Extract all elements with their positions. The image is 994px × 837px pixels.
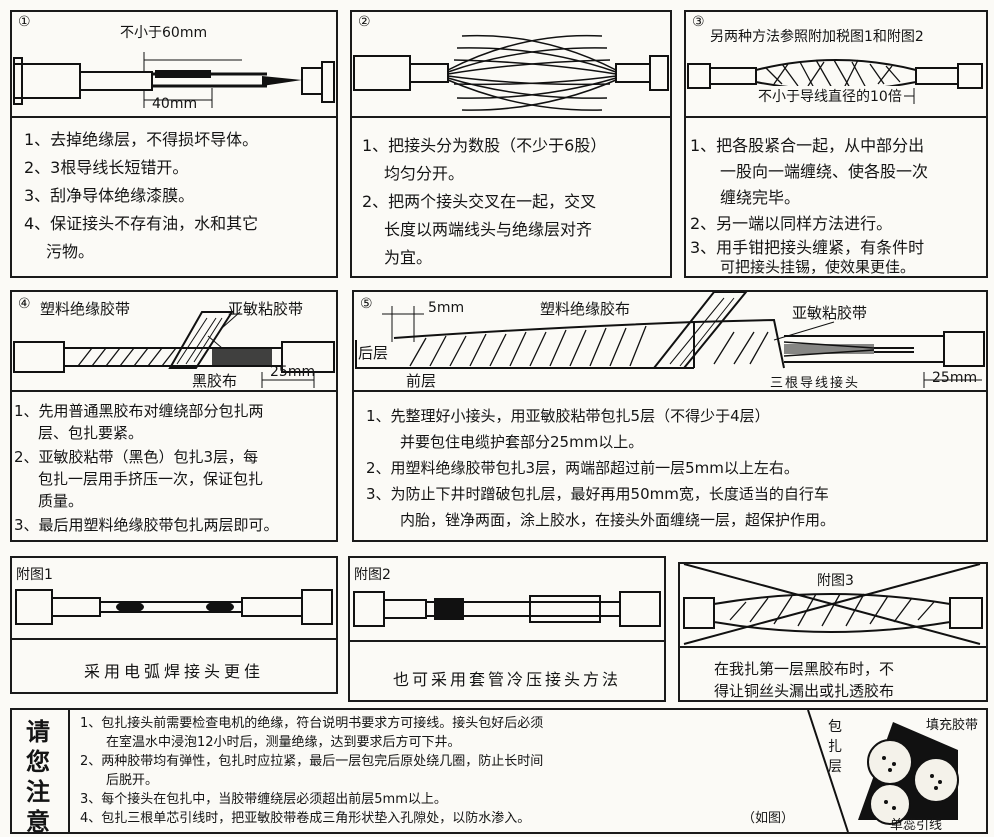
appendix-caption: 也可采用套管冷压接头方法	[392, 670, 621, 689]
step-text: 1、先整理好小接头，用亚敏胶粘带包扎5层（不得少于4层）	[366, 407, 770, 425]
step-text: 3、刮净导体绝缘漆膜。	[24, 186, 195, 205]
step-text: 并要包住电缆护套部分25mm以上。	[400, 433, 644, 451]
step-text: 1、去掉绝缘层，不得损坏导体。	[24, 130, 259, 149]
panel-3-title: 另两种方法参照附加税图1和附图2	[710, 29, 924, 45]
dimension-label: 40mm	[152, 96, 198, 112]
step-text: 2、亚敏胶粘带（黑色）包扎3层，每	[14, 448, 259, 466]
step-text: 1、先用普通黑胶布对缠绕部分包扎两	[14, 402, 264, 420]
step-text: 1、把各股紧合一起，从中部分出	[690, 136, 925, 155]
label-black-tape: 黑胶布	[192, 372, 238, 390]
step-text: 质量。	[38, 492, 84, 510]
notice-line: 后脱开。	[106, 773, 159, 788]
step-text: 2、3根导线长短错开。	[24, 158, 189, 177]
step-text: 均匀分开。	[384, 164, 465, 183]
appendix-figure-3: 附图3 在我扎第一层黑胶布时，不 得让铜丝头漏出或扎透胶布	[678, 562, 988, 702]
step-text: 2、另一端以同样方法进行。	[690, 214, 893, 233]
dimension-label: 25mm	[270, 364, 316, 380]
panel-step-5: ⑤ 5mm 塑料绝缘胶布 亚敏粘胶带 后层 前层 三根导线接头 25mm 1、先…	[352, 290, 988, 542]
panel-1-figure: ① 不小于60mm 40mm	[12, 12, 336, 118]
label-filler-tape: 填充胶带	[926, 718, 979, 733]
appendix-title: 附图2	[354, 567, 391, 583]
panel-3-figure: ③ 另两种方法参照附加税图1和附图2 不小于导线直径的10倍	[686, 12, 986, 118]
notice-heading-char: 您	[26, 748, 50, 776]
step-text: 缠绕完毕。	[720, 188, 801, 207]
step-text: 2、把两个接头交叉在一起，交叉	[362, 192, 597, 211]
label-asahi-tape: 亚敏粘胶带	[792, 304, 868, 322]
step-text: 污物。	[46, 242, 95, 261]
step-text: 可把接头挂锡，使效果更佳。	[720, 258, 916, 276]
step-text: 4、保证接头不存有油，水和其它	[24, 214, 259, 233]
label-front-layer: 前层	[406, 372, 437, 390]
notice-heading-char: 注	[26, 778, 50, 806]
fanned-strands-diagram	[353, 34, 669, 111]
label-asahi-tape: 亚敏粘胶带	[228, 300, 304, 318]
step-number: ③	[692, 14, 705, 30]
notice-line: 2、两种胶带均有弹性，包扎时应拉紧，最后一层包完后原处绕几圈，防止长时间	[80, 754, 544, 769]
step-text: 3、为防止下井时蹭破包扎层，最好再用50mm宽，长度适当的自行车	[366, 485, 829, 503]
step-text: 为宜。	[384, 248, 433, 267]
dimension-label: 不小于导线直径的10倍	[756, 86, 904, 106]
appendix-figure-1: 附图1 采用电弧焊接头更佳	[10, 556, 338, 694]
step-text: 内胎，锉净两面，涂上胶水，在接头外面缠绕一层，超保护作用。	[400, 511, 836, 529]
notice-line: 4、包扎三根单芯引线时，把亚敏胶带卷成三角形状垫入孔隙处，以防水渗入。	[80, 811, 531, 826]
three-core-cross-section	[807, 710, 959, 832]
tape-wrapping-diagram	[13, 311, 335, 388]
notice-heading-char: 意	[26, 808, 50, 836]
label-single-core-lead: 单蕊引线	[890, 818, 943, 833]
notice-heading-char: 请	[26, 718, 50, 746]
panel-step-3: ③ 另两种方法参照附加税图1和附图2 不小于导线直径的10倍 1、把各股紧合一起…	[684, 10, 988, 278]
notice-line: 3、每个接头在包扎中，当胶带缠绕层必须超出前层5mm以上。	[80, 792, 447, 807]
label-wrap-layer: 层	[828, 759, 842, 775]
final-wrapping-diagram	[355, 292, 985, 388]
label-wrap-layer: 扎	[828, 739, 842, 755]
step-number: ④	[18, 296, 31, 312]
appendix-caption: 得让铜丝头漏出或扎透胶布	[714, 682, 895, 700]
step-number: ①	[18, 14, 31, 30]
step-text: 2、用塑料绝缘胶带包扎3层，两端部超过前一层5mm以上左右。	[366, 459, 799, 477]
dimension-label: 不小于60mm	[120, 25, 208, 41]
notice-line: 1、包扎接头前需要检查电机的绝缘，符台说明书要求方可接线。接头包好后必须	[80, 716, 544, 731]
panel-5-figure: ⑤ 5mm 塑料绝缘胶布 亚敏粘胶带 后层 前层 三根导线接头 25mm	[354, 292, 986, 392]
notice-box: 请 您 注 意 1、包扎接头前需要检查电机的绝缘，符台说明书要求方可接线。接头包…	[10, 708, 988, 836]
step-text: 3、用手钳把接头缠紧，有条件时	[690, 238, 925, 257]
notice-heading: 请 您 注 意	[12, 710, 70, 836]
label-wrap-layer: 包	[828, 719, 842, 735]
label-three-conductor-joint: 三根导线接头	[770, 376, 861, 391]
dimension-label: 5mm	[428, 300, 465, 316]
step-text: 包扎一层用手挤压一次，保证包扎	[38, 470, 264, 488]
step-text: 1、把接头分为数股（不少于6股）	[362, 136, 607, 155]
panel-step-4: ④ 塑料绝缘胶带 亚敏粘胶带 黑胶布 25mm 1、先用普通黑胶布对缠绕部分包扎…	[10, 290, 338, 542]
notice-line: 在室温水中浸泡12小时后，测量绝缘，达到要求后方可下井。	[106, 735, 461, 750]
appendix-caption: 采用电弧焊接头更佳	[83, 662, 264, 681]
step-number: ②	[358, 14, 371, 30]
label-plastic-tape: 塑料绝缘胶带	[40, 300, 131, 318]
panel-4-figure: ④ 塑料绝缘胶带 亚敏粘胶带 黑胶布 25mm	[12, 292, 336, 392]
dimension-label: 25mm	[932, 370, 978, 386]
arc-weld-joint-diagram	[15, 589, 333, 625]
taped-joint-diagram	[683, 564, 983, 645]
step-text: 层、包扎要紧。	[38, 424, 144, 442]
label-back-layer: 后层	[358, 342, 389, 363]
appendix-1-figure: 附图1	[12, 558, 336, 640]
appendix-title: 附图1	[16, 567, 53, 583]
appendix-2-figure: 附图2	[350, 558, 664, 642]
see-figure-note: （如图）	[742, 811, 795, 826]
sleeve-crimp-joint-diagram	[353, 591, 661, 627]
stripped-wire-diagram	[13, 52, 335, 108]
step-text: 一股向一端缠绕、使各股一次	[720, 162, 929, 181]
appendix-3-figure: 附图3	[680, 564, 986, 648]
panel-2-figure: ②	[352, 12, 670, 118]
appendix-caption: 在我扎第一层黑胶布时，不	[714, 660, 895, 678]
step-text: 长度以两端线头与绝缘层对齐	[384, 220, 593, 239]
label-plastic-tape: 塑料绝缘胶布	[540, 300, 631, 318]
panel-step-1: ① 不小于60mm 40mm 1、去掉绝缘层，不得损坏导体。 2、3根导线长短错…	[10, 10, 338, 278]
appendix-figure-2: 附图2 也可采用套管冷压接头方法	[348, 556, 666, 702]
step-number: ⑤	[360, 296, 373, 312]
appendix-title: 附图3	[814, 570, 857, 590]
panel-step-2: ② 1、把接头分为数股（不少于6股） 均匀分开。 2、把两个接头交叉在一起，交叉…	[350, 10, 672, 278]
step-text: 3、最后用塑料绝缘胶带包扎两层即可。	[14, 516, 279, 534]
